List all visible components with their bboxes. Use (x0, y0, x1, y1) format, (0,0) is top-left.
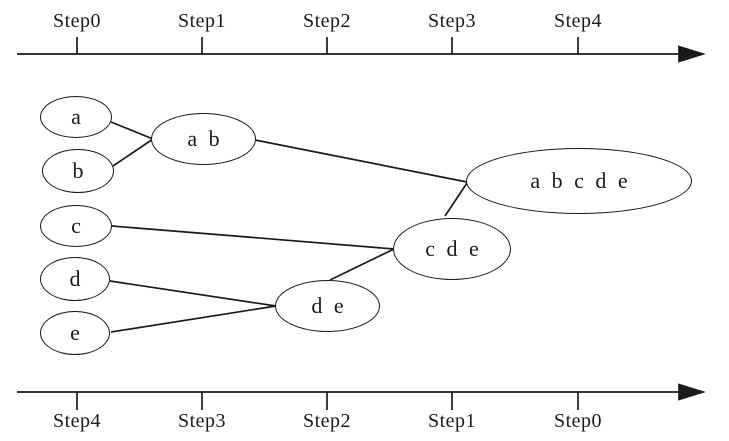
top-axis-label-step4: Step4 (553, 10, 603, 32)
node-d-label: d (69, 266, 81, 291)
edge-c-to-cde (111, 225, 395, 250)
node-d: d (40, 257, 110, 301)
edge-cde-to-abcde (444, 182, 468, 217)
top-axis-label-step0: Step0 (52, 10, 102, 32)
node-abcde-label: a b c d e (530, 168, 628, 193)
node-b-label: b (72, 158, 84, 183)
node-ab: a b (151, 113, 256, 165)
bottom-axis-label-step3: Step3 (177, 410, 227, 432)
merge-edges (109, 121, 468, 333)
node-e: e (40, 311, 110, 355)
node-de-label: d e (311, 293, 344, 318)
node-a: a (40, 96, 112, 138)
node-cde: c d e (393, 218, 511, 280)
edge-ab-to-abcde (254, 139, 468, 183)
bottom-axis-label-step0: Step0 (553, 410, 603, 432)
node-c: c (40, 205, 112, 247)
node-a-label: a (71, 104, 81, 129)
bottom-axis-label-step1: Step1 (427, 410, 477, 432)
bottom-axis-label-step2: Step2 (302, 410, 352, 432)
bottom-axis-arrowhead-icon (678, 383, 706, 401)
node-ab-label: a b (187, 126, 220, 151)
node-c-label: c (71, 213, 81, 238)
top-axis-label-step2: Step2 (302, 10, 352, 32)
node-abcde: a b c d e (466, 148, 692, 214)
edge-de-to-cde (329, 248, 395, 281)
bottom-axis (17, 383, 706, 410)
node-cde-label: c d e (425, 236, 479, 261)
edge-b-to-ab (112, 138, 154, 167)
top-axis-label-step1: Step1 (177, 10, 227, 32)
top-axis (17, 37, 706, 63)
top-axis-arrowhead-icon (678, 45, 706, 63)
bottom-axis-label-step4: Step4 (52, 410, 102, 432)
top-axis-label-step3: Step3 (427, 10, 477, 32)
edge-e-to-de (110, 305, 277, 333)
edge-d-to-de (109, 280, 277, 307)
node-b: b (42, 149, 114, 193)
edge-a-to-ab (110, 121, 154, 140)
node-de: d e (275, 280, 380, 332)
node-e-label: e (70, 320, 80, 345)
